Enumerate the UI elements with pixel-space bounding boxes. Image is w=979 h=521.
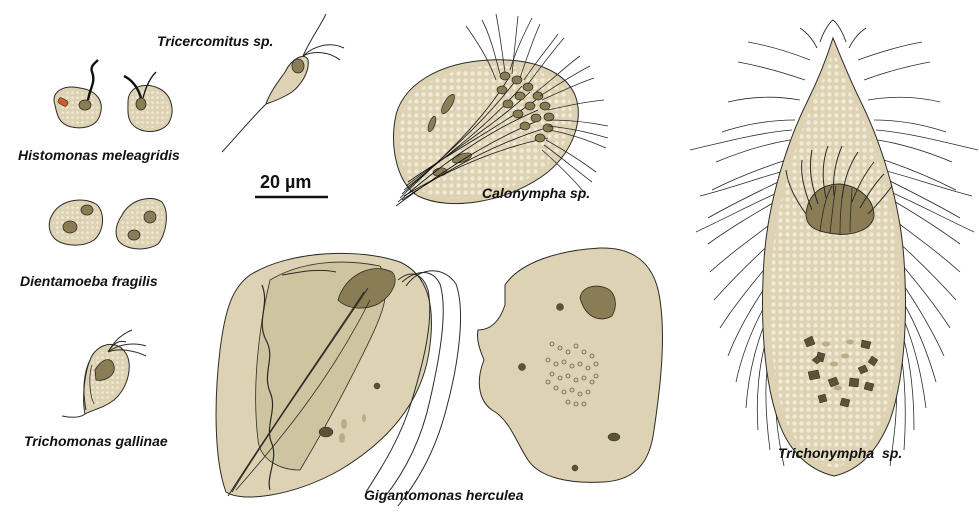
- dientamoeba-cell-right: [116, 198, 166, 248]
- histomonas-label: Histomonas meleagridis: [18, 147, 180, 163]
- histomonas-cell-right: [124, 72, 172, 132]
- trichomonas-cell: [62, 330, 146, 417]
- trichonympha-cell: [690, 20, 978, 476]
- trichomonas-label: Trichomonas gallinae: [24, 433, 168, 449]
- dientamoeba-label: Dientamoeba fragilis: [20, 273, 158, 289]
- calonympha-label: Calonympha sp.: [482, 185, 590, 201]
- histomonas-cell-left: [54, 60, 101, 128]
- dientamoeba-cell-left: [49, 200, 102, 245]
- tricercomitus-label: Tricercomitus sp.: [157, 33, 273, 49]
- gigantomonas-amoeboid-form: [477, 248, 662, 482]
- calonympha-cell: [394, 14, 608, 206]
- gigantomonas-flagellate-form: [216, 253, 460, 506]
- trichonympha-label: Trichonympha sp.: [778, 445, 902, 461]
- scale-bar-label: 20 µm: [260, 172, 311, 192]
- gigantomonas-label: Gigantomonas herculea: [364, 487, 524, 503]
